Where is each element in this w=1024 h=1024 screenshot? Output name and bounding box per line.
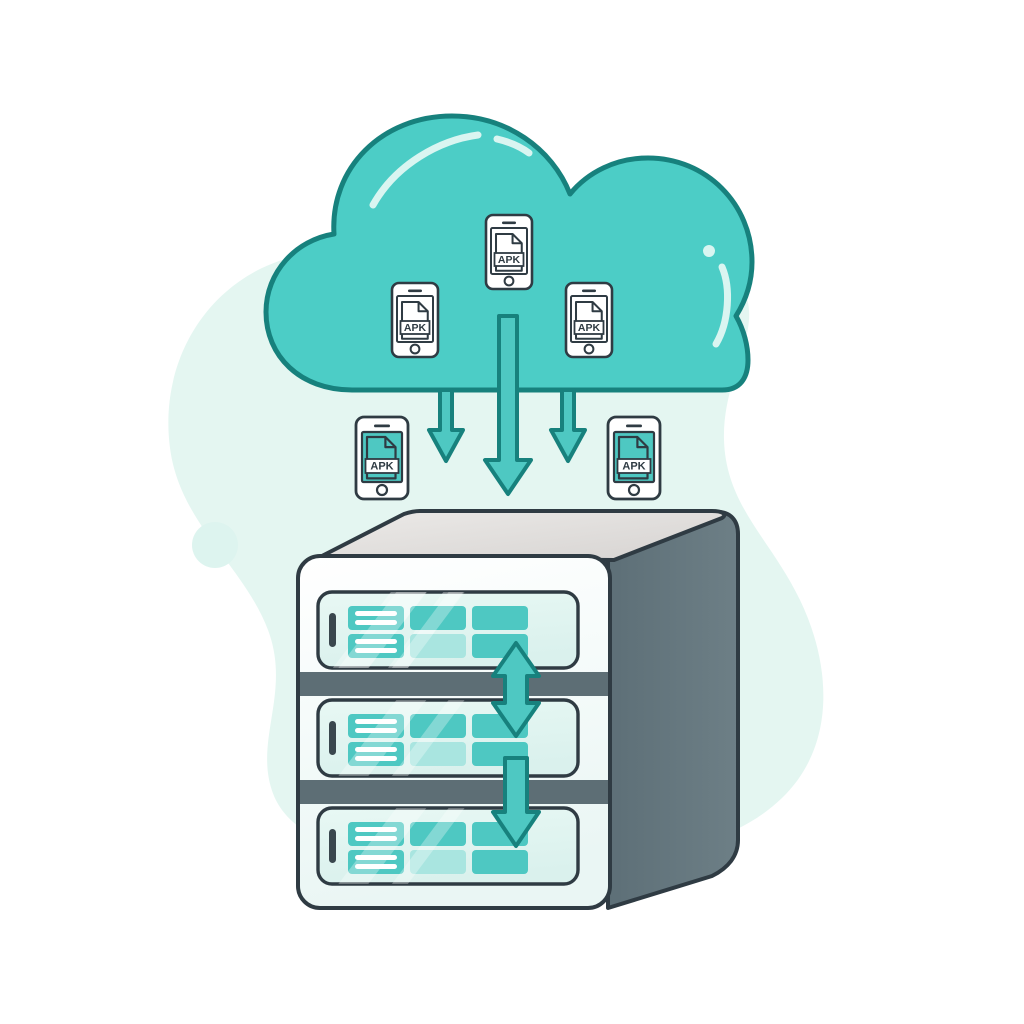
bay-tile-light (410, 634, 466, 658)
bay-tile-solid (472, 850, 528, 874)
arrow-download-left (427, 388, 465, 463)
cloud-highlight-short-dash (493, 135, 533, 157)
phone-cloud-left[interactable]: APK (390, 281, 440, 359)
bay-tile-light (410, 742, 466, 766)
phone-home-button (409, 343, 421, 355)
led-indicator (329, 829, 336, 863)
arrow-sync-bidirectional (491, 641, 541, 738)
bay-glass-streak (320, 700, 434, 776)
decorative-circle (192, 522, 238, 568)
led-indicator (329, 613, 336, 647)
server-bay-1[interactable] (316, 580, 580, 692)
tile-line (355, 827, 397, 832)
phone-speaker (408, 289, 422, 293)
tile-line (355, 855, 397, 860)
bay-glass-streak (374, 592, 472, 668)
bay-tile-solid (472, 606, 528, 630)
phone-home-button (583, 343, 595, 355)
bay-tile-solid (410, 822, 466, 846)
apk-label: APK (578, 322, 601, 334)
cloud-highlight-right-arc (712, 263, 732, 348)
apk-label-box (573, 320, 605, 335)
arrow-transfer-down (491, 756, 541, 848)
server-bay-gap (300, 780, 608, 804)
server-bay-gap (300, 672, 608, 696)
tile-line (355, 864, 397, 869)
tile-line (355, 620, 397, 625)
tile-line (355, 611, 397, 616)
download-arrows-group (427, 314, 587, 496)
apk-label-box (399, 320, 431, 335)
bay-glass-streak (374, 808, 472, 884)
bay-tile-light (410, 850, 466, 874)
bay-glass-streak (320, 808, 434, 884)
tile-line (355, 639, 397, 644)
tile-line (355, 747, 397, 752)
phone-speaker (502, 221, 516, 225)
apk-label: APK (370, 460, 393, 472)
tile-line (355, 648, 397, 653)
bay-tile-solid (410, 714, 466, 738)
phone-cloud-right[interactable]: APK (564, 281, 614, 359)
bay-tile-solid (410, 606, 466, 630)
phone-below-left[interactable]: APK (354, 415, 410, 501)
tile-line (355, 756, 397, 761)
phone-cloud-center[interactable]: APK (484, 213, 534, 291)
tile-line (355, 836, 397, 841)
cloud-highlight-long-arc (369, 131, 482, 209)
apk-label: APK (622, 460, 645, 472)
phone-below-right[interactable]: APK (606, 415, 662, 501)
phone-speaker (374, 424, 390, 428)
phone-speaker (582, 289, 596, 293)
tile-line (355, 719, 397, 724)
server-rack-enclosure[interactable] (296, 509, 740, 910)
phone-home-button (375, 483, 389, 497)
bay-glass-streak (320, 592, 434, 668)
bay-glass-streak (374, 700, 472, 776)
apk-label-box (616, 458, 652, 474)
apk-label-box (493, 252, 525, 267)
server-top-face (316, 509, 727, 562)
apk-label: APK (404, 322, 427, 334)
arrow-download-center (483, 314, 533, 496)
arrow-download-right (549, 388, 587, 463)
phone-speaker (626, 424, 642, 428)
tile-line (355, 728, 397, 733)
apk-label-box (364, 458, 400, 474)
phone-home-button (627, 483, 641, 497)
cloud-highlight-dot (703, 245, 715, 257)
apk-label: APK (498, 254, 521, 266)
led-indicator (329, 721, 336, 755)
phone-home-button (503, 275, 515, 287)
server-side-face (606, 510, 740, 910)
